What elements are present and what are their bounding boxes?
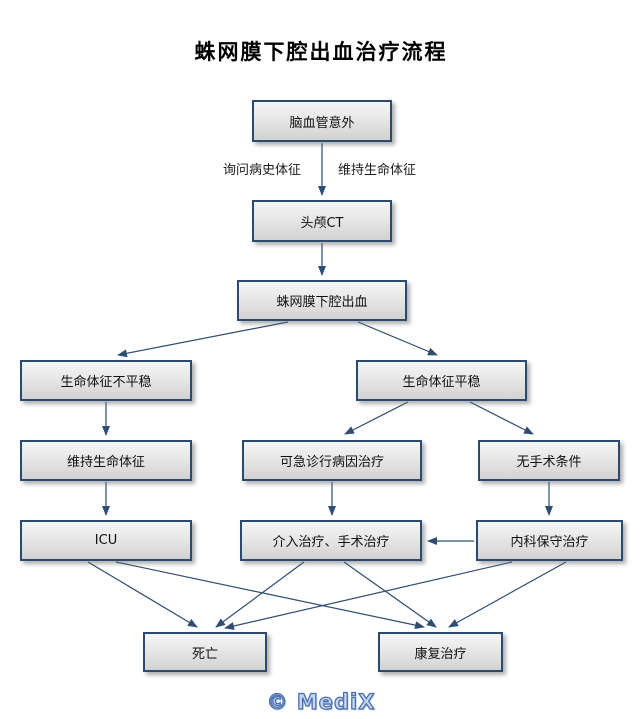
arrow-sah-stable [357, 321, 438, 356]
arrow-stable-emergency [344, 401, 409, 435]
node-rehab: 康复治疗 [378, 632, 503, 672]
arrow-sah-unstable [117, 321, 289, 358]
node-vitals-unstable: 生命体征不平稳 [20, 360, 192, 401]
edge-label-vitals: 维持生命体征 [338, 163, 417, 178]
node-cva: 脑血管意外 [252, 100, 392, 142]
arrow-icu-rehab [115, 561, 425, 630]
arrow-icu-death [87, 561, 198, 628]
medix-logo: © MediX [266, 689, 376, 714]
arrow-intervention-death [215, 561, 305, 628]
node-icu: ICU [20, 520, 192, 561]
node-conservative-treatment: 内科保守治疗 [476, 520, 623, 561]
edge-label-history: 询问病史体征 [223, 163, 302, 178]
arrow-conservative-rehab [448, 561, 567, 628]
page-title: 蛛网膜下腔出血治疗流程 [194, 40, 448, 64]
node-no-surgery-condition: 无手术条件 [478, 440, 620, 481]
node-maintain-vitals: 维持生命体征 [20, 440, 192, 481]
node-head-ct: 头颅CT [252, 200, 392, 242]
arrow-conservative-death [224, 561, 513, 630]
node-sah: 蛛网膜下腔出血 [237, 280, 407, 321]
node-emergency-etiologic-treatment: 可急诊行病因治疗 [242, 440, 422, 481]
node-intervention-surgery: 介入治疗、手术治疗 [240, 520, 422, 561]
node-death: 死亡 [143, 632, 267, 672]
node-vitals-stable: 生命体征平稳 [356, 360, 527, 401]
arrow-stable-nosurgery [469, 401, 534, 435]
arrow-intervention-rehab [343, 561, 437, 628]
